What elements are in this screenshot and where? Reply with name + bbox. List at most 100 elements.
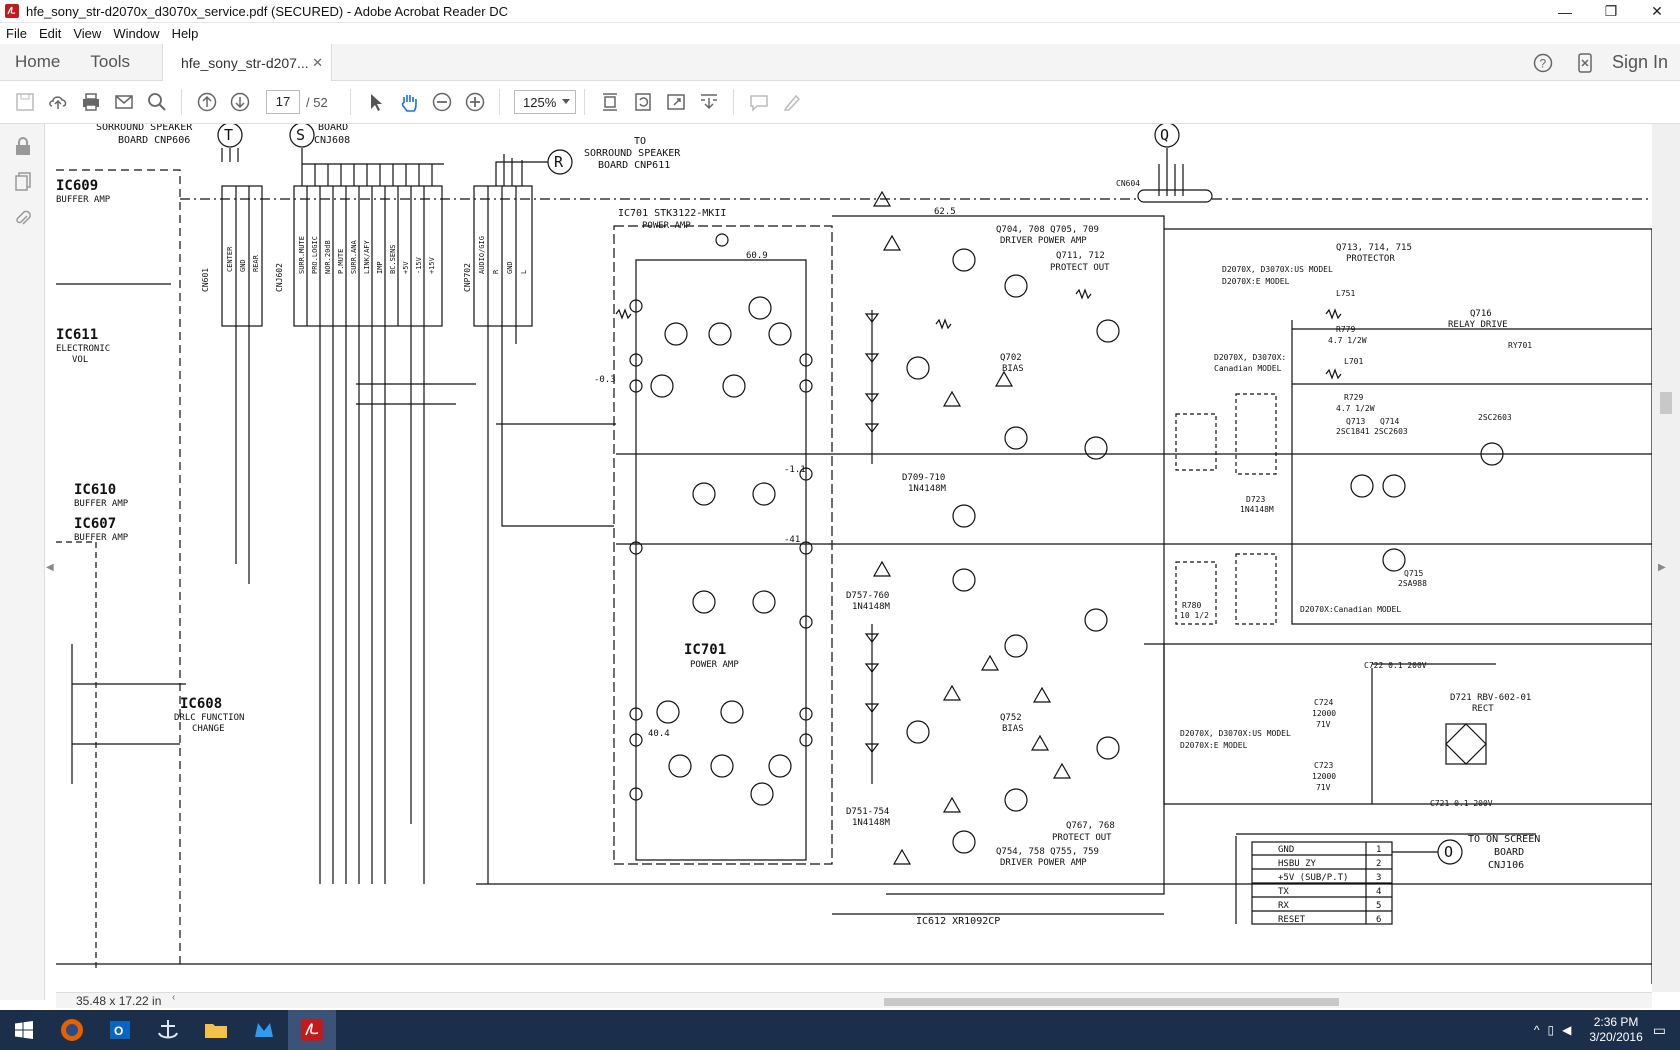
menu-edit[interactable]: Edit xyxy=(38,26,62,41)
zoom-out-icon[interactable] xyxy=(426,86,458,118)
rotate-icon[interactable] xyxy=(627,86,659,118)
zoom-in-icon[interactable] xyxy=(459,86,491,118)
q716-label: Q716 xyxy=(1470,309,1492,319)
minimize-button[interactable]: — xyxy=(1558,3,1572,20)
r-board-label-3: BOARD CNP611 xyxy=(598,160,670,171)
taskbar-clock[interactable]: 2:36 PM 3/20/2016 xyxy=(1589,1015,1642,1045)
svg-text:O: O xyxy=(114,1024,123,1038)
model-canadian-note-2: Canadian MODEL xyxy=(1214,364,1282,373)
highlight-pen-icon[interactable] xyxy=(776,86,808,118)
r779-label: R779 xyxy=(1336,325,1355,334)
horizontal-scrollbar[interactable]: ‹ xyxy=(172,992,1636,1006)
tab-tools[interactable]: Tools xyxy=(90,52,131,71)
menu-help[interactable]: Help xyxy=(171,26,199,41)
upload-cloud-icon[interactable] xyxy=(42,86,74,118)
close-tab-icon[interactable]: ✕ xyxy=(312,55,323,70)
ic610-label: IC610 xyxy=(74,482,116,498)
nav-bar: Home Tools hfe_sony_str-d207... ✕ ? Sign… xyxy=(0,44,1680,81)
firefox-icon[interactable] xyxy=(48,1010,96,1050)
page-number-input[interactable]: 17 xyxy=(266,90,300,114)
scroll-left-icon[interactable]: ‹ xyxy=(172,992,176,1003)
voltage-625: 62.5 xyxy=(934,207,956,217)
outlook-icon[interactable]: O xyxy=(96,1010,144,1050)
horizontal-scroll-thumb[interactable] xyxy=(884,998,1339,1006)
vertical-scrollbar[interactable] xyxy=(1652,124,1680,992)
c723-value: 12000 xyxy=(1312,772,1336,781)
attachment-icon[interactable] xyxy=(0,200,45,236)
tray-chevron-icon[interactable]: ^ xyxy=(1533,1023,1540,1037)
previous-page-icon[interactable] xyxy=(191,86,223,118)
q702-label: Q702 xyxy=(1000,353,1022,363)
d721-label: D721 RBV-602-01 xyxy=(1450,693,1531,703)
mobile-link-icon[interactable] xyxy=(1570,48,1600,78)
menu-file[interactable]: File xyxy=(6,26,27,41)
menu-bar: File Edit View Window Help xyxy=(0,23,1680,44)
c723-voltage: 71V xyxy=(1316,783,1331,792)
battery-icon[interactable]: ▯ xyxy=(1547,1023,1555,1037)
search-icon[interactable] xyxy=(141,86,173,118)
collapse-left-icon[interactable]: ◀ xyxy=(46,562,54,573)
ic701-label: IC701 xyxy=(684,642,726,658)
s-board-label-2: CNJ608 xyxy=(314,135,350,146)
table-cell-pin: 5 xyxy=(1376,901,1381,911)
q711-sub: PROTECT OUT xyxy=(1050,263,1110,273)
lock-icon[interactable] xyxy=(0,128,45,164)
sign-in-link[interactable]: Sign In xyxy=(1611,52,1668,72)
help-icon[interactable]: ? xyxy=(1528,48,1558,78)
r-board-label-2: SORROUND SPEAKER xyxy=(584,148,681,159)
hand-tool-icon[interactable] xyxy=(393,86,425,118)
connector-pin-label: +15V xyxy=(428,256,436,274)
cn604-label: CN604 xyxy=(1116,179,1140,188)
svg-text:?: ? xyxy=(1539,56,1546,70)
ic610-sub: BUFFER AMP xyxy=(74,499,129,509)
full-screen-icon[interactable] xyxy=(660,86,692,118)
cnj602-label: CNJ602 xyxy=(275,263,284,292)
ic611-sub-1: ELECTRONIC xyxy=(56,344,110,354)
q714-type: 2SC2603 xyxy=(1374,427,1408,436)
select-cursor-icon[interactable] xyxy=(360,86,392,118)
menu-window[interactable]: Window xyxy=(113,26,160,41)
email-icon[interactable] xyxy=(108,86,140,118)
q711-label: Q711, 712 xyxy=(1056,251,1105,261)
connector-pin-label: R xyxy=(492,269,500,274)
steam-ship-icon[interactable] xyxy=(144,1010,192,1050)
c724-value: 12000 xyxy=(1312,709,1336,718)
next-page-icon[interactable] xyxy=(224,86,256,118)
t-board-label-1: SORROUND SPEAKER xyxy=(96,124,193,133)
save-icon[interactable] xyxy=(9,86,41,118)
file-explorer-icon[interactable] xyxy=(192,1010,240,1050)
notifications-icon[interactable]: ▭ xyxy=(1652,1021,1666,1038)
d751-label: D751-754 xyxy=(846,807,889,817)
toolbar-divider xyxy=(181,89,182,115)
connector-r-label: R xyxy=(554,153,564,171)
close-window-button[interactable]: ✕ xyxy=(1651,3,1663,19)
menu-view[interactable]: View xyxy=(73,26,102,41)
read-mode-icon[interactable] xyxy=(693,86,725,118)
comment-icon[interactable] xyxy=(743,86,775,118)
clock-date: 3/20/2016 xyxy=(1589,1030,1643,1044)
model-canadian-note: D2070X, D3070X: xyxy=(1214,353,1286,362)
malwarebytes-icon[interactable] xyxy=(240,1010,288,1050)
document-viewport[interactable]: T S R Q O SORROUND SPEAKER BOARD CNP606 … xyxy=(56,124,1652,992)
status-bar: 35.48 x 17.22 in ‹ xyxy=(56,992,1652,1008)
pages-thumbnail-icon[interactable] xyxy=(0,164,45,200)
connector-pin-label: L xyxy=(520,270,528,274)
connector-o-label: O xyxy=(1444,843,1453,861)
print-icon[interactable] xyxy=(75,86,107,118)
volume-icon[interactable]: ◀ xyxy=(1562,1023,1572,1037)
windows-start-icon[interactable] xyxy=(0,1010,48,1050)
tab-home[interactable]: Home xyxy=(15,52,61,71)
vertical-scroll-thumb[interactable] xyxy=(1660,392,1672,414)
connector-pin-label: PRO.LOGIC xyxy=(311,236,319,274)
zoom-level-select[interactable]: 125% xyxy=(514,90,576,114)
acrobat-taskbar-icon[interactable] xyxy=(288,1010,336,1050)
tab-document[interactable]: hfe_sony_str-d207... ✕ xyxy=(162,44,332,81)
model-e-note: D2070X:E MODEL xyxy=(1222,277,1290,286)
scrolling-mode-icon[interactable] xyxy=(594,86,626,118)
model-e-note-2: D2070X:E MODEL xyxy=(1180,741,1248,750)
connector-t-label: T xyxy=(224,126,233,144)
restore-button[interactable]: ❐ xyxy=(1604,3,1618,19)
c724-label: C724 xyxy=(1314,698,1333,707)
collapse-right-icon[interactable]: ▶ xyxy=(1658,562,1666,573)
ic701-part-label: IC701 STK3122-MKII xyxy=(618,208,726,219)
